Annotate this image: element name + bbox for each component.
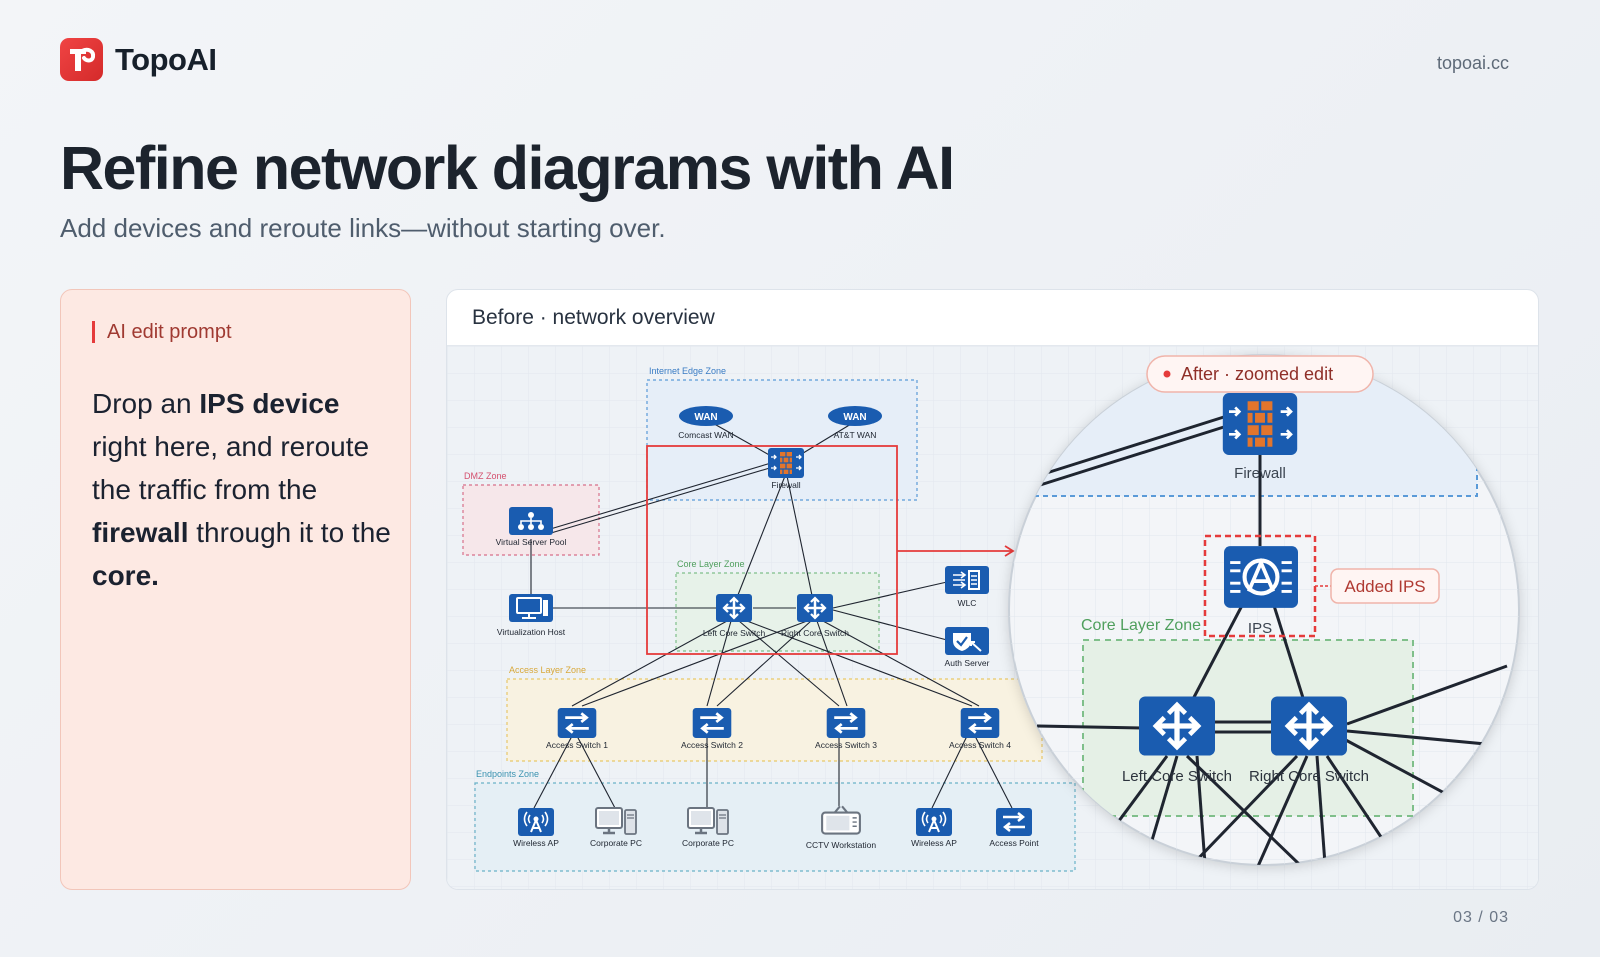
wan2-label: AT&T WAN [834,430,877,440]
site-link[interactable]: topoai.cc [1436,53,1509,73]
page-title: Refine network diagrams with AI [60,134,955,202]
edit-highlight-box [646,445,898,655]
access-switch-icon[interactable] [825,708,867,738]
diagram-card: Before · network overview [446,289,1539,890]
diagram-header: Before · network overview [447,290,1538,346]
firewall-icon[interactable] [767,448,805,478]
wan-cloud-icon[interactable]: WAN [679,406,733,426]
zoom-right-core-switch-icon[interactable] [1271,696,1347,755]
zoom-core-right-label: Right Core Switch [1249,768,1369,785]
endpoint-label: Wireless AP [513,838,559,848]
server-pool-icon[interactable] [509,507,553,535]
brand-name: TopoAI [115,41,217,77]
vhost-label: Virtualization Host [497,627,566,637]
internet-edge-zone [646,379,918,501]
endpoints-zone-label: Endpoints Zone [476,769,539,779]
auth-label: Auth Server [945,658,990,668]
access-switch-icon[interactable] [691,708,733,738]
core-zone [675,572,880,652]
zoom-ips-label: IPS [1248,620,1272,637]
right-core-switch-icon[interactable] [795,594,835,622]
wireless-ap-icon[interactable] [914,808,954,836]
wan-cloud-icon[interactable]: WAN [828,406,882,426]
endpoints-zone [474,782,1076,872]
endpoint-label: Corporate PC [682,838,734,848]
endpoint-label: CCTV Workstation [806,840,876,850]
added-ips-label: Added IPS [1344,577,1425,596]
after-badge-label: After · zoomed edit [1181,364,1333,384]
endpoint-label: Wireless AP [911,838,957,848]
network-links [530,420,1013,809]
auth-server-icon[interactable] [945,627,989,655]
network-diagram[interactable]: Internet Edge Zone DMZ Zone Core Layer Z… [447,346,1538,889]
core-right-label: Right Core Switch [781,628,849,638]
access4-label: Access Switch 4 [949,740,1011,750]
core-left-label: Left Core Switch [703,628,766,638]
dmz-zone-label: DMZ Zone [464,471,507,481]
wlc-icon[interactable] [945,566,989,594]
ips-device-icon[interactable] [1224,546,1298,608]
prompt-text-part: through it to the [188,517,391,548]
prompt-text: Drop an IPS device right here, and rerou… [92,382,392,597]
access-switch-icon[interactable] [959,708,1001,738]
wan2-badge: WAN [843,412,866,423]
virtualization-host-icon[interactable] [509,594,553,622]
topoai-logo-icon [60,38,103,81]
zoom-firewall-label: Firewall [1234,465,1286,482]
prompt-keyword-ips: IPS device [199,388,340,419]
after-zoom-badge: After · zoomed edit [1146,355,1374,393]
access-switch-icon[interactable] [556,708,598,738]
left-core-switch-icon[interactable] [714,594,754,622]
zoom-firewall-icon[interactable] [1222,393,1298,455]
endpoint-label: Corporate PC [590,838,642,848]
access2-label: Access Switch 2 [681,740,743,750]
prompt-label: AI edit prompt [92,321,232,343]
internet-edge-zone-label: Internet Edge Zone [649,366,726,376]
prompt-text-part: Drop an [92,388,200,419]
access3-label: Access Switch 3 [815,740,877,750]
wlc-label: WLC [958,598,977,608]
page-counter: 03 / 03 [1453,909,1509,926]
endpoint-label: Access Point [989,838,1039,848]
added-ips-callout: Added IPS [1330,568,1440,604]
zoom-core-zone-label: Core Layer Zone [1081,617,1201,634]
core-zone-label: Core Layer Zone [677,559,745,569]
wan1-badge: WAN [694,412,717,423]
access1-label: Access Switch 1 [546,740,608,750]
zoom-left-core-switch-icon[interactable] [1139,696,1215,755]
prompt-text-part: right here, and reroute the traffic from… [92,431,370,505]
brand[interactable]: TopoAI [60,38,217,81]
ai-prompt-card: AI edit prompt Drop an IPS device right … [60,289,411,890]
wan1-label: Comcast WAN [678,430,733,440]
firewall-label: Firewall [771,480,800,490]
vsp-label: Virtual Server Pool [496,537,567,547]
prompt-keyword-firewall: firewall [92,517,189,548]
zoom-core-left-label: Left Core Switch [1122,768,1232,785]
page-subtitle: Add devices and reroute links—without st… [60,213,666,243]
access-point-icon[interactable] [994,808,1034,836]
access-zone-label: Access Layer Zone [509,665,586,675]
wireless-ap-icon[interactable] [516,808,556,836]
prompt-keyword-core: core. [92,560,159,591]
